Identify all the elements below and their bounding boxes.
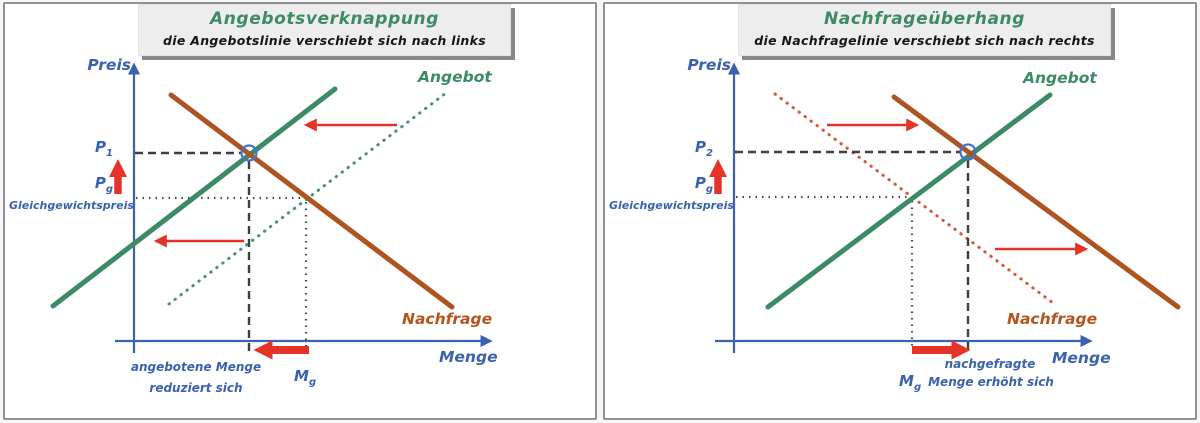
equilibrium-circle: [959, 143, 977, 161]
panel-angebotsverknappung: Angebotsverknappung die Angebotslinie ve…: [3, 2, 597, 420]
diagram-supply-shift: [50, 62, 493, 360]
panel-title: Angebotsverknappung: [209, 9, 440, 29]
demand-curve-label: Nachfrage: [402, 310, 493, 328]
new-price-label: P1: [65, 138, 113, 160]
equilibrium-circle: [240, 144, 258, 162]
old-price-base: P: [94, 174, 106, 192]
new-price-base: P: [95, 138, 107, 156]
old-price-base: P: [694, 174, 706, 192]
supply-line-new: [50, 86, 338, 309]
demand-line: [168, 92, 455, 310]
equilibrium-quantity-label: Mg: [899, 372, 922, 394]
quantity-note-line2: reduziert sich: [149, 381, 243, 395]
quantity-base: M: [899, 372, 914, 390]
equilibrium-quantity-label: Mg: [294, 367, 317, 389]
y-axis-label: Preis: [87, 56, 131, 74]
panel-subtitle: die Angebotslinie verschiebt sich nach l…: [163, 33, 486, 48]
x-axis-label: Menge: [1052, 349, 1111, 367]
old-price-sub: g: [105, 184, 113, 195]
supply-curve-label: Angebot: [1023, 69, 1097, 87]
demand-curve-label: Nachfrage: [1007, 310, 1098, 328]
title-box: Nachfrageüberhang die Nachfragelinie ver…: [738, 4, 1111, 56]
old-price-sub: g: [705, 184, 713, 195]
equilibrium-price-caption: Gleichgewichtspreis: [9, 199, 134, 212]
panel-nachfrageueberhang: Nachfrageüberhang die Nachfragelinie ver…: [603, 2, 1197, 420]
supply-curve-label: Angebot: [418, 68, 492, 86]
quantity-note-line2-group: Mg Menge erhöht sich: [899, 372, 1054, 394]
title-box: Angebotsverknappung die Angebotslinie ve…: [138, 4, 511, 56]
demand-line-new: [891, 94, 1181, 310]
diagram-demand-shift: [708, 62, 1181, 360]
x-axis-label: Menge: [439, 348, 498, 366]
equilibrium-price-caption: Gleichgewichtspreis: [609, 199, 734, 212]
new-price-sub: 2: [706, 148, 713, 159]
quantity-sub: g: [913, 382, 922, 393]
new-price-base: P: [695, 138, 707, 156]
quantity-note-line1: nachgefragte: [944, 357, 1036, 371]
new-price-sub: 1: [106, 148, 113, 159]
supply-line: [765, 92, 1053, 310]
quantity-note-line1: angebotene Menge: [130, 360, 262, 374]
panel-subtitle: die Nachfragelinie verschiebt sich nach …: [754, 33, 1095, 48]
quantity-note-line2: Menge erhöht sich: [928, 375, 1054, 389]
old-price-label: Pg: [65, 174, 113, 196]
quantity-sub: g: [308, 377, 317, 388]
panel-title: Nachfrageüberhang: [823, 9, 1026, 29]
new-price-label: P2: [665, 138, 713, 160]
y-axis-label: Preis: [687, 56, 731, 74]
quantity-base: M: [294, 367, 309, 385]
old-price-label: Pg: [665, 174, 713, 196]
